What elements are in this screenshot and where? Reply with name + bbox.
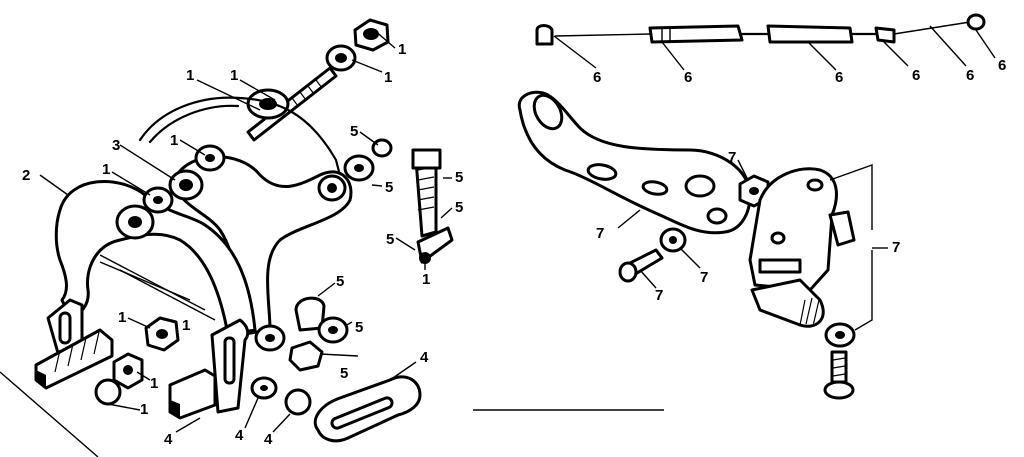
callout-label: 6 xyxy=(835,69,843,86)
pivot-washers xyxy=(115,144,226,240)
callout-label: 7 xyxy=(892,239,900,256)
callout-numbers: 1 1 1 1 1 1 1 1 1 1 1 2 3 4 4 4 4 5 5 5 … xyxy=(22,41,1006,448)
callout-label: 2 xyxy=(22,167,30,184)
callout-label: 6 xyxy=(966,67,974,84)
callout-label: 6 xyxy=(998,57,1006,74)
callout-label: 1 xyxy=(186,67,194,84)
callout-label: 1 xyxy=(140,401,148,418)
callout-label: 7 xyxy=(728,149,736,166)
rear-caliper-arm xyxy=(168,155,353,337)
leader-lines-left xyxy=(39,29,453,433)
callout-label: 1 xyxy=(150,375,158,392)
callout-label: 5 xyxy=(455,169,463,186)
callout-label: 5 xyxy=(385,179,393,196)
callout-label: 7 xyxy=(655,287,663,304)
callout-label: 4 xyxy=(164,431,173,448)
callout-label: 5 xyxy=(386,231,394,248)
callout-label: 1 xyxy=(102,161,110,178)
callout-label: 7 xyxy=(700,269,708,286)
caliper-brake-assembly xyxy=(0,18,454,457)
left-brake-shoe xyxy=(34,298,114,390)
center-bolt xyxy=(246,66,338,142)
callout-label: 7 xyxy=(596,225,604,242)
callout-label: 4 xyxy=(420,349,429,366)
callout-label: 1 xyxy=(398,41,406,58)
shoe-nut xyxy=(94,316,180,406)
front-caliper-arm xyxy=(54,180,257,337)
callout-label: 5 xyxy=(355,319,363,336)
top-washer xyxy=(325,44,357,72)
callout-label: 5 xyxy=(350,123,358,140)
cable-anchor-bolt xyxy=(343,138,454,264)
callout-label: 1 xyxy=(230,67,238,84)
brake-lever-assembly xyxy=(473,25,996,411)
brake-cable-assembly xyxy=(535,13,986,46)
callout-label: 6 xyxy=(593,69,601,86)
top-nut xyxy=(353,18,390,52)
callout-label: 5 xyxy=(455,199,463,216)
lower-pivot-bolt xyxy=(254,296,349,372)
callout-label: 1 xyxy=(422,271,430,288)
callout-label: 4 xyxy=(264,431,273,448)
callout-label: 1 xyxy=(170,132,178,149)
callout-label: 6 xyxy=(912,67,920,84)
callout-label: 6 xyxy=(684,69,692,86)
callout-label: 1 xyxy=(384,69,392,86)
callout-label: 5 xyxy=(340,365,348,382)
slotted-shoe-plate xyxy=(313,375,422,443)
right-brake-shoe xyxy=(168,318,312,420)
leader-lines-right xyxy=(553,25,996,289)
callout-label: 3 xyxy=(112,137,120,154)
callout-label: 5 xyxy=(336,273,344,290)
callout-label: 4 xyxy=(235,427,244,444)
callout-label: 1 xyxy=(118,309,126,326)
callout-label: 1 xyxy=(182,317,190,334)
